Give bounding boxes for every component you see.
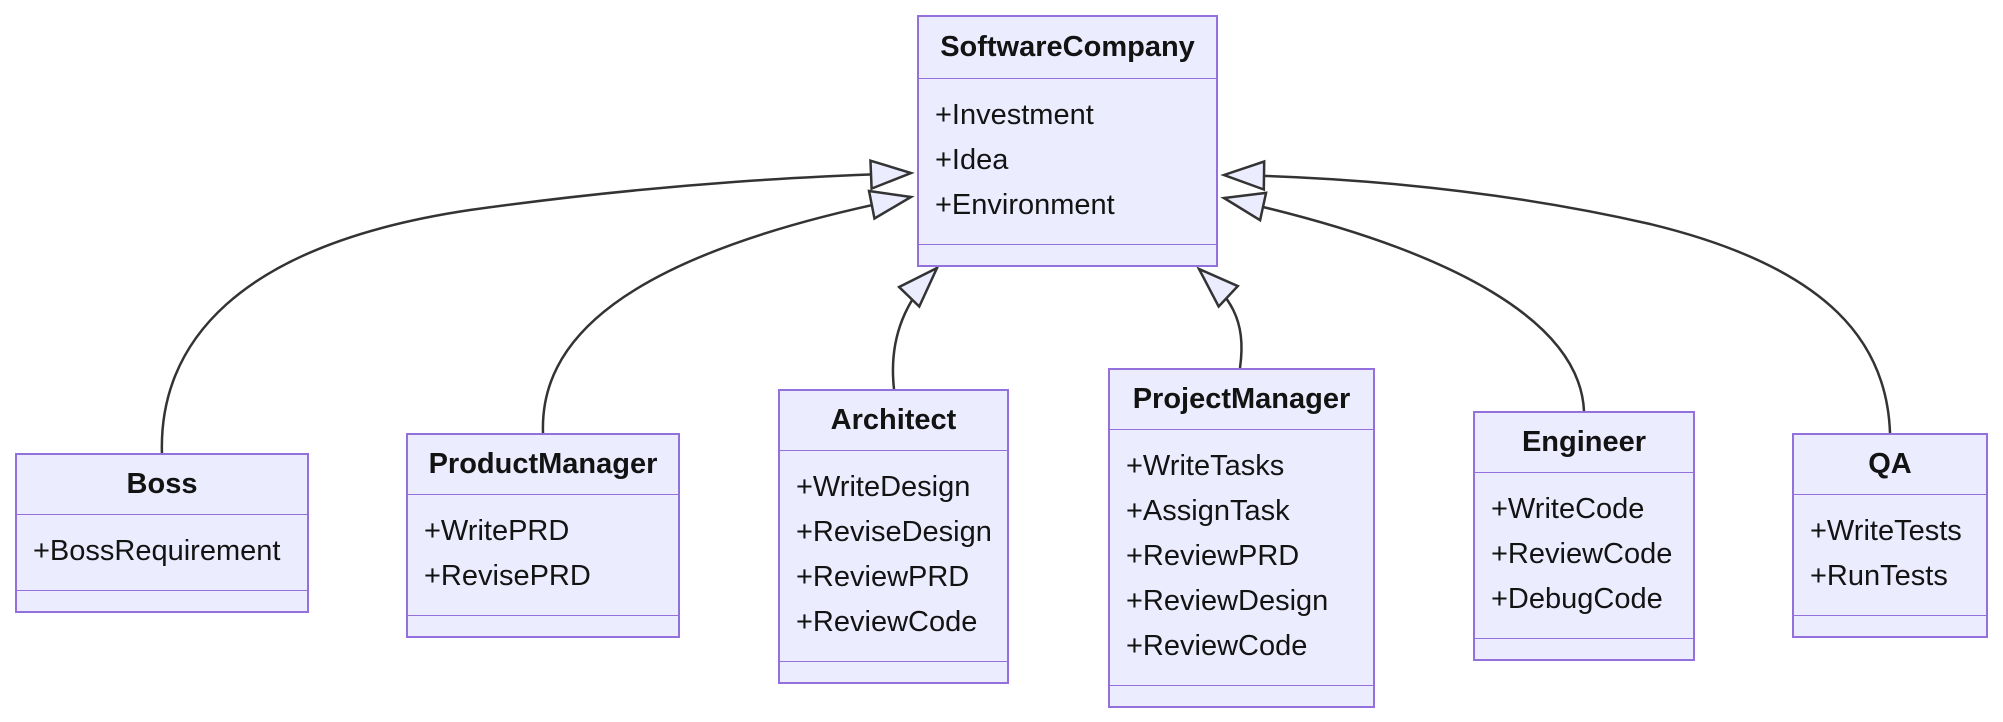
class-qa-title: QA	[1794, 435, 1986, 495]
class-attribute: +ReviewDesign	[1126, 585, 1329, 617]
edge-productmanager-inherits-softwarecompany	[541, 189, 915, 434]
class-softwarecompany: SoftwareCompany +Investment +Idea +Envir…	[917, 15, 1218, 267]
class-attribute: +ReviewCode	[796, 606, 978, 638]
class-attribute: +RunTests	[1810, 560, 1948, 592]
class-architect: Architect +WriteDesign +ReviseDesign +Re…	[778, 389, 1009, 684]
class-projectmanager-title: ProjectManager	[1110, 370, 1373, 430]
class-attribute: +WriteTasks	[1126, 450, 1285, 482]
class-projectmanager-methods-empty	[1110, 685, 1373, 706]
class-projectmanager-attributes: +WriteTasks +AssignTask +ReviewPRD +Revi…	[1110, 430, 1373, 685]
class-attribute: +WriteCode	[1491, 493, 1645, 525]
class-attribute: +BossRequirement	[33, 535, 281, 567]
class-engineer-attributes: +WriteCode +ReviewCode +DebugCode	[1475, 473, 1693, 638]
edge-engineer-inherits-softwarecompany	[1220, 191, 1586, 412]
class-attribute: +ReviewCode	[1126, 630, 1308, 662]
class-qa: QA +WriteTests +RunTests	[1792, 433, 1988, 638]
class-attribute: +RevisePRD	[424, 560, 591, 592]
class-boss-title: Boss	[17, 455, 307, 515]
class-productmanager-title: ProductManager	[408, 435, 678, 495]
class-boss-attributes: +BossRequirement	[17, 515, 307, 590]
class-productmanager: ProductManager +WritePRD +RevisePRD	[406, 433, 680, 638]
class-boss-methods-empty	[17, 590, 307, 611]
class-productmanager-methods-empty	[408, 615, 678, 636]
class-architect-attributes: +WriteDesign +ReviseDesign +ReviewPRD +R…	[780, 451, 1007, 661]
class-architect-title: Architect	[780, 391, 1007, 451]
class-qa-attributes: +WriteTests +RunTests	[1794, 495, 1986, 615]
edge-projectmanager-inherits-softwarecompany	[1196, 266, 1243, 369]
class-softwarecompany-title: SoftwareCompany	[919, 17, 1216, 79]
class-softwarecompany-attributes: +Investment +Idea +Environment	[919, 79, 1216, 244]
class-attribute: +WriteDesign	[796, 471, 971, 503]
class-attribute: +Environment	[935, 189, 1115, 221]
class-engineer: Engineer +WriteCode +ReviewCode +DebugCo…	[1473, 411, 1695, 661]
class-attribute: +ReviewPRD	[1126, 540, 1300, 572]
class-productmanager-attributes: +WritePRD +RevisePRD	[408, 495, 678, 615]
class-projectmanager: ProjectManager +WriteTasks +AssignTask +…	[1108, 368, 1375, 708]
class-engineer-methods-empty	[1475, 638, 1693, 659]
class-softwarecompany-methods-empty	[919, 244, 1216, 265]
class-attribute: +WritePRD	[424, 515, 570, 547]
class-architect-methods-empty	[780, 661, 1007, 682]
class-attribute: +WriteTests	[1810, 515, 1962, 547]
class-attribute: +ReviseDesign	[796, 516, 992, 548]
class-attribute: +Idea	[935, 144, 1009, 176]
class-attribute: +ReviewPRD	[796, 561, 970, 593]
class-attribute: +AssignTask	[1126, 495, 1290, 527]
edge-qa-inherits-softwarecompany	[1220, 159, 1892, 434]
class-engineer-title: Engineer	[1475, 413, 1693, 473]
edge-boss-inherits-softwarecompany	[160, 158, 915, 456]
class-boss: Boss +BossRequirement	[15, 453, 309, 613]
class-qa-methods-empty	[1794, 615, 1986, 636]
class-attribute: +Investment	[935, 99, 1094, 131]
class-attribute: +DebugCode	[1491, 583, 1663, 615]
edge-architect-inherits-softwarecompany	[891, 265, 940, 390]
class-attribute: +ReviewCode	[1491, 538, 1673, 570]
